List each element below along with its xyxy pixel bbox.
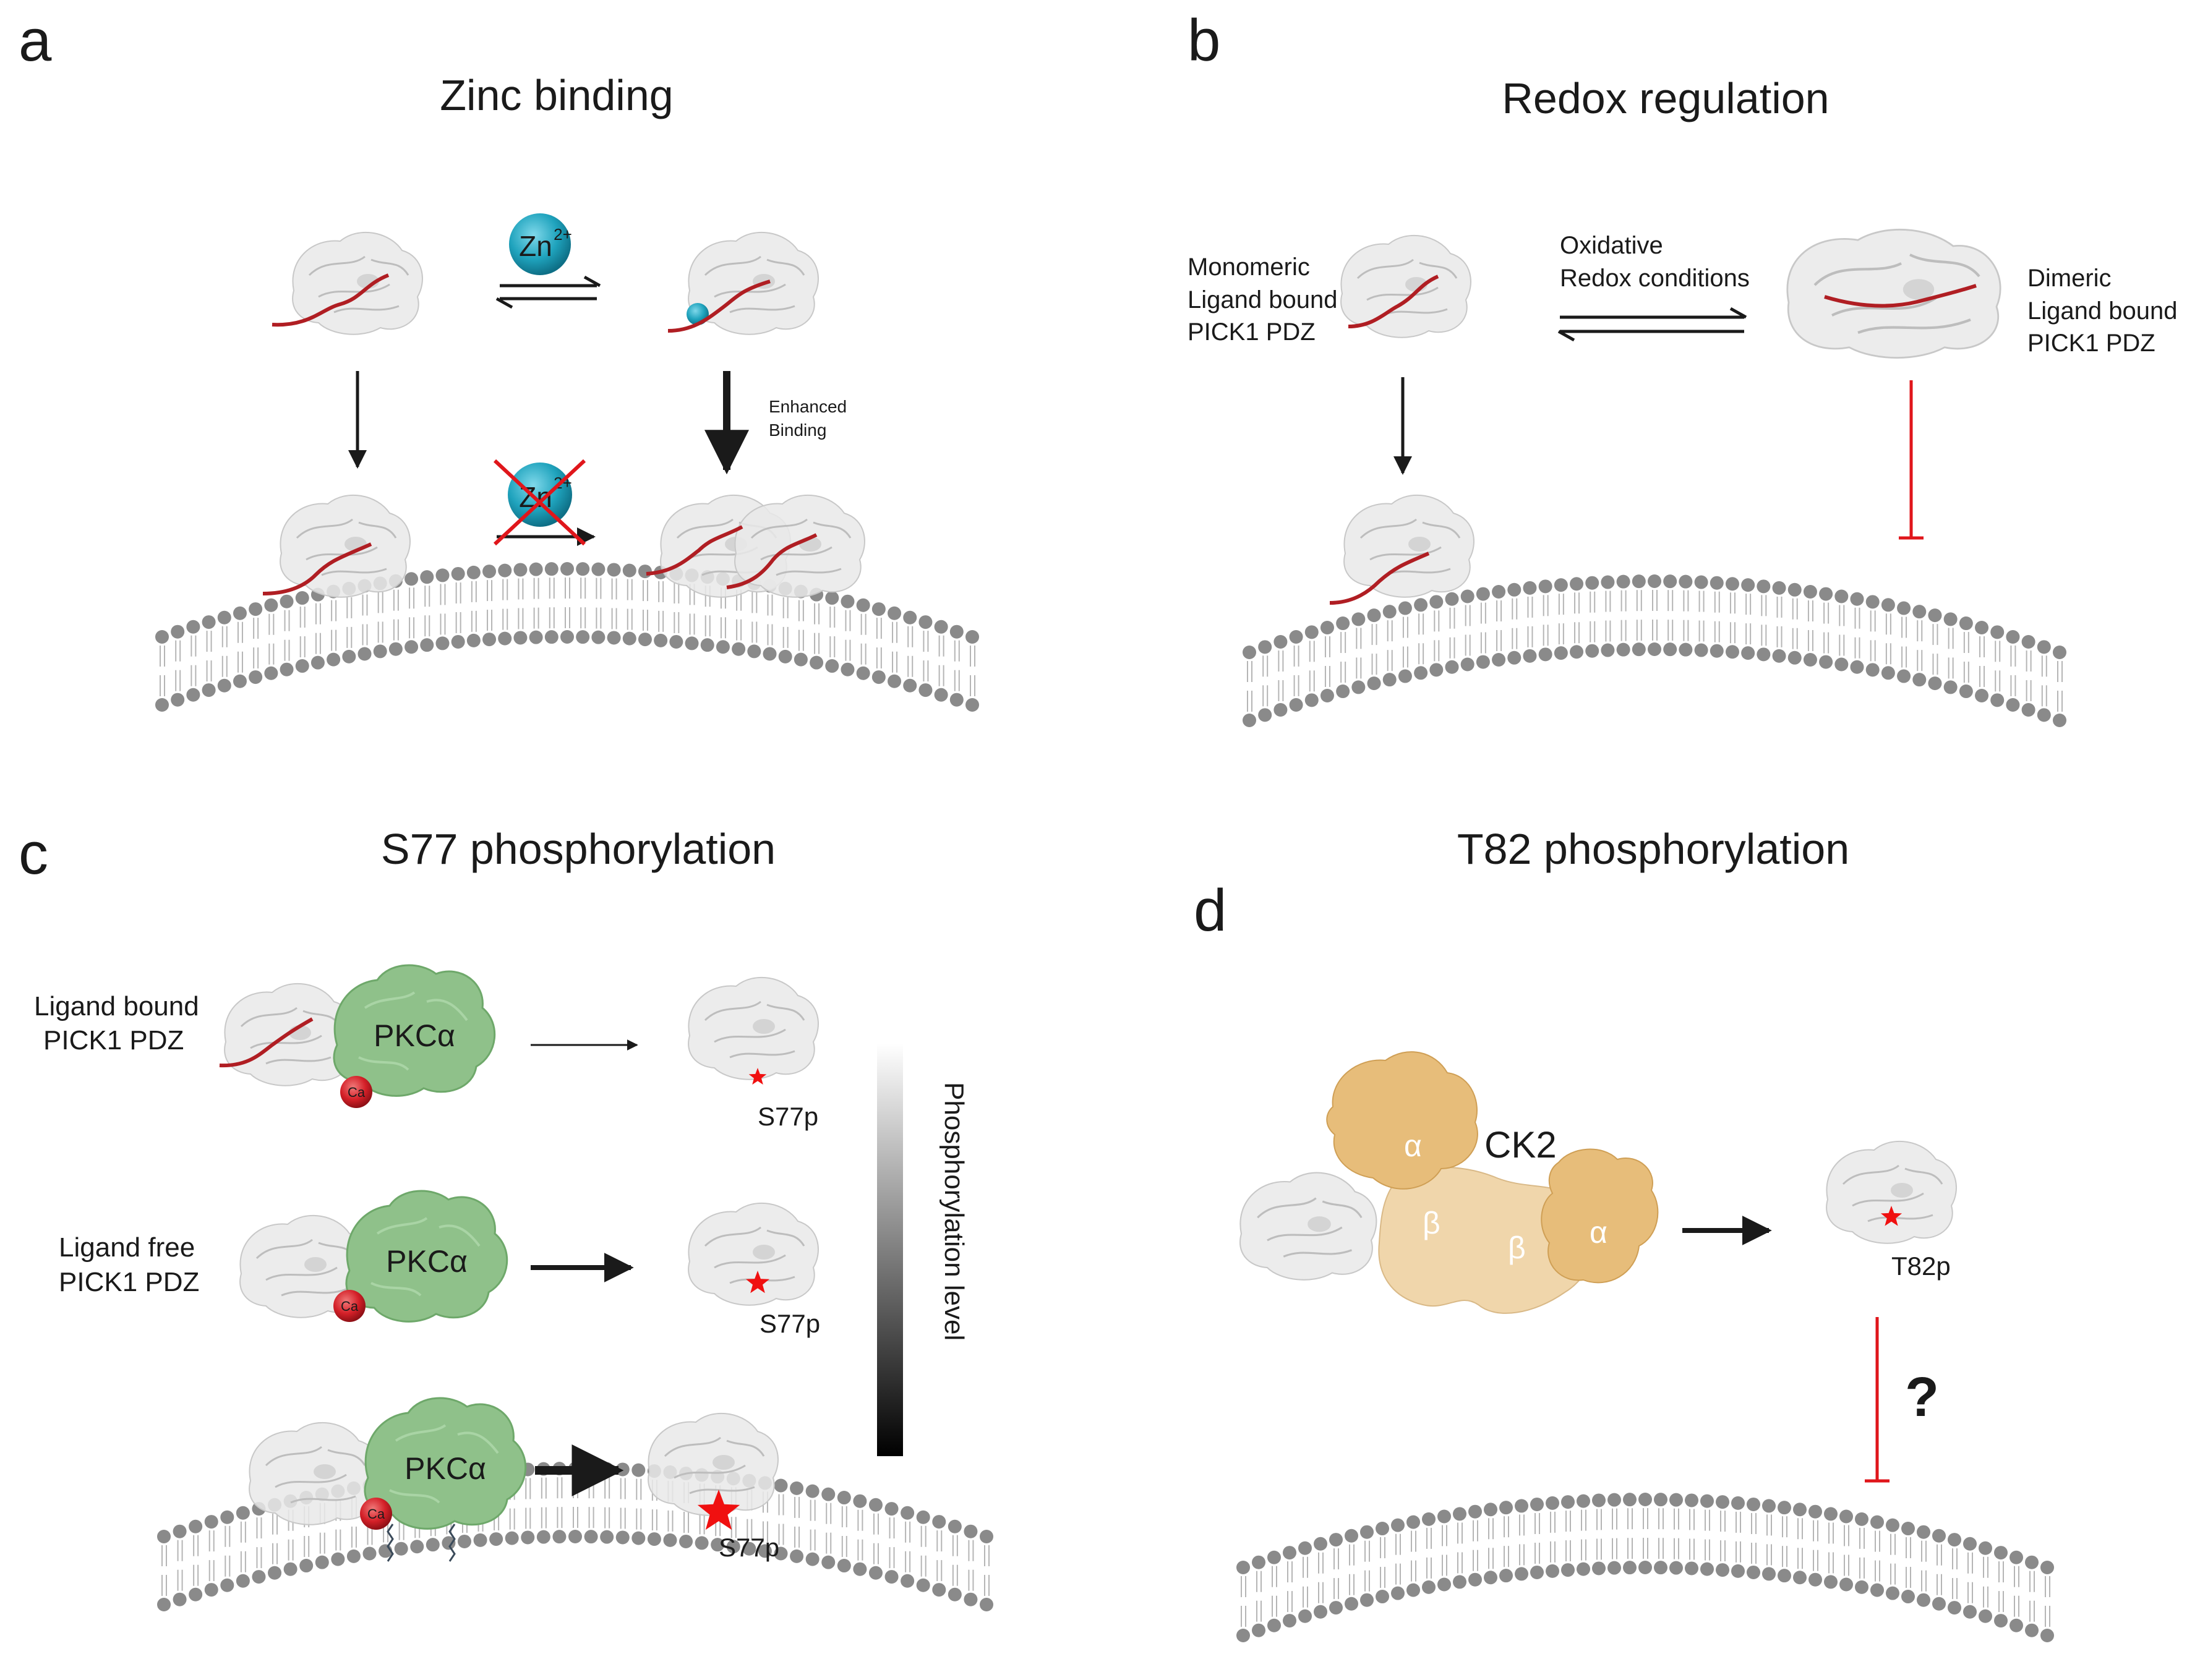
t82p-label: T82p xyxy=(1891,1251,1951,1281)
pdz-domain xyxy=(1343,494,1475,598)
pdz-domain xyxy=(1239,1172,1377,1281)
pkc-alpha: PKCα xyxy=(364,1397,527,1530)
ck2-beta-subunit xyxy=(1378,1166,1598,1314)
pdz-domain xyxy=(1826,1140,1957,1244)
calcium-ion: Ca xyxy=(340,1076,372,1108)
panel-c-title: S77 phosphorylation xyxy=(381,825,776,873)
question-mark: ? xyxy=(1905,1367,1939,1428)
membrane xyxy=(155,562,979,712)
phospho-star xyxy=(746,1271,769,1294)
dimeric-label-2: Ligand bound xyxy=(2027,297,2177,325)
phospho-star xyxy=(1880,1206,1903,1226)
oxidative-label-2: Redox conditions xyxy=(1560,265,1750,292)
pdz-domain xyxy=(1340,234,1471,338)
panel-b-title: Redox regulation xyxy=(1502,74,1829,122)
phosphorylation-label: Phosphorylation level xyxy=(939,1082,969,1341)
ck2-beta-2: β xyxy=(1508,1230,1526,1265)
membrane-anchor xyxy=(387,1524,456,1562)
pdz-domain xyxy=(688,976,819,1080)
ck2-alpha-1: α xyxy=(1404,1128,1422,1163)
dimeric-label-3: PICK1 PDZ xyxy=(2027,330,2155,357)
pdz-domain xyxy=(734,494,865,598)
calcium-label: Ca xyxy=(367,1506,385,1522)
row1-label-2: PICK1 PDZ xyxy=(43,1025,184,1055)
calcium-label: Ca xyxy=(341,1298,359,1314)
monomeric-label-2: Ligand bound xyxy=(1188,286,1337,313)
pdz-domain xyxy=(280,494,411,598)
oxidative-label-1: Oxidative xyxy=(1560,232,1663,259)
ligand-peptide xyxy=(726,533,818,589)
s77p-label: S77p xyxy=(758,1102,818,1131)
ck2-label: CK2 xyxy=(1484,1124,1557,1166)
phospho-star xyxy=(697,1490,740,1530)
ligand-peptide xyxy=(272,273,390,327)
pkc-label: PKCα xyxy=(404,1451,486,1486)
panel-d: d T82 phosphorylation α β β α CK2 T82p ? xyxy=(1194,825,2054,1642)
pkc-alpha: PKCα xyxy=(345,1190,508,1323)
zinc-charge: 2+ xyxy=(554,225,572,244)
s77p-label: S77p xyxy=(719,1533,779,1562)
panel-d-title: T82 phosphorylation xyxy=(1457,825,1849,873)
ligand-peptide xyxy=(1329,552,1430,605)
panel-a: a Zinc binding Zn 2+ Enhanced Binding xyxy=(19,7,979,712)
panel-b-letter: b xyxy=(1188,7,1220,74)
ligand-peptide xyxy=(646,525,743,576)
s77p-label: S77p xyxy=(760,1309,820,1338)
pdz-domain xyxy=(648,1412,779,1516)
pkc-label: PKCα xyxy=(386,1244,468,1279)
ligand-peptide xyxy=(262,542,372,595)
calcium-ion: Ca xyxy=(360,1498,392,1530)
ck2-alpha-subunit xyxy=(1326,1051,1478,1190)
ligand-peptide xyxy=(1824,284,1977,308)
pdz-dimer xyxy=(1786,228,2001,359)
dimeric-label-1: Dimeric xyxy=(2027,265,2112,292)
pdz-domain xyxy=(249,1422,380,1525)
pdz-domain xyxy=(688,1202,819,1306)
panel-a-title: Zinc binding xyxy=(440,71,673,119)
ck2-complex: α β β α CK2 xyxy=(1326,1051,1659,1314)
calcium-label: Ca xyxy=(348,1085,366,1100)
membrane xyxy=(1243,574,2066,727)
ligand-peptide xyxy=(219,1017,314,1068)
enhanced-label-1: Enhanced xyxy=(769,397,847,416)
membrane xyxy=(1236,1493,2054,1642)
calcium-ion: Ca xyxy=(333,1290,366,1322)
ck2-beta-1: β xyxy=(1423,1206,1440,1240)
row1-label-1: Ligand bound xyxy=(34,991,199,1021)
zinc-ion-crossed: Zn 2+ xyxy=(493,459,596,546)
row2-label-1: Ligand free xyxy=(59,1232,195,1263)
ligand-peptide xyxy=(1348,275,1439,328)
panel-d-letter: d xyxy=(1194,877,1226,944)
equilibrium-arrows xyxy=(495,275,601,309)
zinc-label: Zn xyxy=(519,230,552,262)
equilibrium-arrows xyxy=(1557,307,1747,342)
zinc-ion: Zn 2+ xyxy=(509,213,572,275)
pkc-label: PKCα xyxy=(374,1018,455,1053)
enhanced-label-2: Binding xyxy=(769,420,826,440)
inhibition-bar xyxy=(1899,380,1924,540)
phosphorylation-gradient xyxy=(877,1044,903,1456)
ck2-alpha-2: α xyxy=(1590,1215,1607,1250)
monomeric-label-3: PICK1 PDZ xyxy=(1188,318,1316,346)
row2-label-2: PICK1 PDZ xyxy=(59,1267,199,1297)
panel-c: c S77 phosphorylation Ligand bound PICK1… xyxy=(19,821,993,1611)
panel-c-letter: c xyxy=(19,821,48,887)
ligand-peptide xyxy=(667,279,771,333)
monomeric-label-1: Monomeric xyxy=(1188,254,1310,281)
panel-b: b Redox regulation Monomeric Ligand boun… xyxy=(1188,7,2177,727)
panel-a-letter: a xyxy=(19,7,52,74)
inhibition-bar xyxy=(1865,1317,1890,1483)
ck2-alpha-subunit xyxy=(1541,1148,1659,1284)
phospho-star xyxy=(748,1068,767,1085)
